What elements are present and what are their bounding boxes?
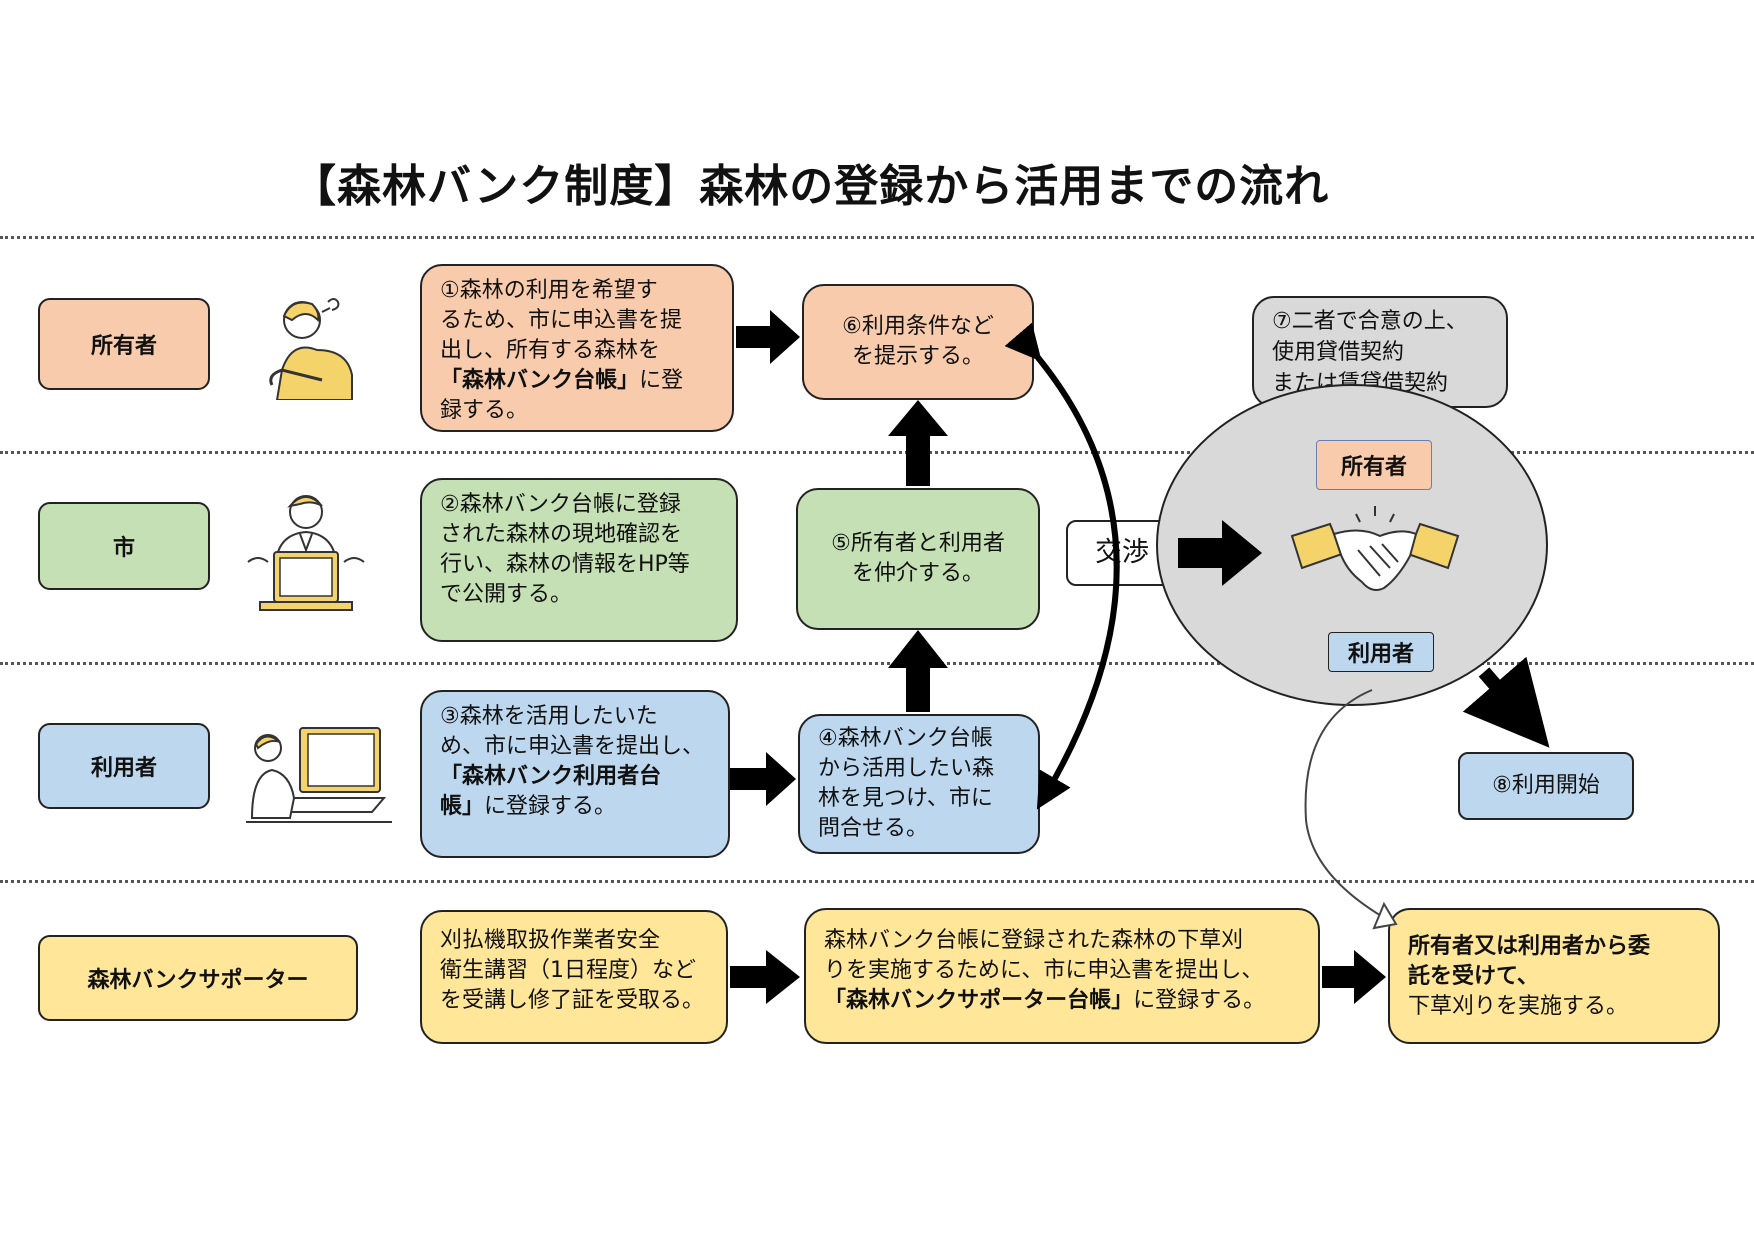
step5-text: ⑤所有者と利用者	[831, 531, 1005, 556]
step6-text: ⑥利用条件など	[842, 314, 994, 339]
arrow-step5-to-step6	[888, 400, 948, 486]
circle-user-label: 利用者	[1328, 632, 1434, 672]
step3-box: ③森林を活用したいた め、市に申込書を提出し、 「森林バンク利用者台 帳」に登録…	[420, 690, 730, 858]
step2-box: ②森林バンク台帳に登録 された森林の現地確認を 行い、森林の情報をHP等 で公開…	[420, 478, 738, 642]
page-title: 【森林バンク制度】森林の登録から活用までの流れ	[292, 161, 1330, 212]
arrow-contract-to-supporter	[1304, 689, 1389, 921]
sup3-text: 託を受けて、	[1408, 964, 1539, 989]
arrow-sup1-to-sup2	[730, 950, 800, 1004]
arrow-step4-to-step5	[888, 630, 948, 712]
step7-text: ⑦二者で合意の上、	[1272, 309, 1468, 334]
row-divider	[0, 662, 1754, 665]
worried-person-icon	[269, 298, 353, 400]
step2-text: ②森林バンク台帳に登録	[440, 492, 681, 517]
step1-box: ①森林の利用を希望す るため、市に申込書を提 出し、所有する森林を 「森林バンク…	[420, 264, 734, 432]
step3-text: ③森林を活用したいた	[440, 704, 658, 729]
step5-box: ⑤所有者と利用者 を仲介する。	[796, 488, 1040, 630]
step8-text: ⑧利用開始	[1492, 773, 1600, 798]
step2-text: された森林の現地確認を	[440, 522, 683, 547]
sup3-text: 所有者又は利用者から委	[1408, 934, 1651, 959]
sup1-text: 衛生講習（1日程度）など	[440, 958, 696, 983]
row-divider	[0, 236, 1754, 239]
arrow-sup2-to-sup3	[1322, 950, 1386, 1004]
role-city: 市	[38, 502, 210, 590]
step7-text: または賃貸借契約	[1272, 371, 1449, 396]
sup3-box: 所有者又は利用者から委 託を受けて、 下草刈りを実施する。	[1388, 908, 1720, 1044]
step3-text: め、市に申込書を提出し、	[440, 734, 705, 759]
sup1-text: 刈払機取扱作業者安全	[440, 928, 661, 953]
step8-box: ⑧利用開始	[1458, 752, 1634, 820]
role-supporter: 森林バンクサポーター	[38, 935, 358, 1021]
sup2-box: 森林バンク台帳に登録された森林の下草刈 りを実施するために、市に申込書を提出し、…	[804, 908, 1320, 1044]
role-user: 利用者	[38, 723, 210, 809]
sup3-text: 下草刈りを実施する。	[1408, 994, 1629, 1019]
step6-text: を提示する。	[851, 344, 984, 369]
negotiation-label: 交渉	[1066, 520, 1178, 586]
step7-text: 使用貸借契約	[1272, 340, 1405, 365]
sup2-text: 森林バンク台帳に登録された森林の下草刈	[824, 928, 1244, 953]
presenter-laptop-icon	[247, 495, 365, 611]
sup2-text: に登録する。	[1133, 988, 1266, 1013]
role-owner: 所有者	[38, 298, 210, 390]
step4-text: 問合せる。	[818, 816, 929, 841]
step1-text: に登	[639, 368, 684, 393]
step1-text: 録する。	[440, 398, 529, 423]
step1-text: ①森林の利用を希望す	[440, 278, 658, 303]
handshake-icon	[1290, 506, 1460, 591]
arrow-negotiation-to-agreement	[1178, 520, 1262, 586]
step3-text: に登録する。	[484, 794, 617, 819]
ledger-name: 帳」	[440, 794, 485, 819]
sup1-box: 刈払機取扱作業者安全 衛生講習（1日程度）など を受講し修了証を受取る。	[420, 910, 728, 1044]
negotiation-text: 交渉	[1095, 537, 1149, 568]
arrow-agreement-to-start	[1462, 656, 1550, 748]
circle-owner-label: 所有者	[1316, 440, 1432, 490]
step7-box: ⑦二者で合意の上、 使用貸借契約 または賃貸借契約	[1252, 296, 1508, 408]
step5-text: を仲介する。	[851, 561, 984, 586]
person-computer-icon	[246, 727, 392, 823]
step2-text: で公開する。	[440, 582, 573, 607]
row-divider	[0, 451, 1754, 454]
step4-text: 林を見つけ、市に	[818, 786, 993, 811]
step2-text: 行い、森林の情報をHP等	[440, 552, 690, 577]
arrow-step1-to-step6	[736, 310, 800, 364]
sup2-text: りを実施するために、市に申込書を提出し、	[824, 958, 1264, 983]
step1-text: るため、市に申込書を提	[440, 308, 683, 333]
row-divider	[0, 880, 1754, 883]
step4-text: ④森林バンク台帳	[818, 726, 993, 751]
step4-box: ④森林バンク台帳 から活用したい森 林を見つけ、市に 問合せる。	[798, 714, 1040, 854]
step4-text: から活用したい森	[818, 756, 995, 781]
ledger-name: 「森林バンク利用者台	[440, 764, 662, 789]
ledger-name: 「森林バンクサポーター台帳」	[824, 988, 1134, 1013]
ledger-name: 「森林バンク台帳」	[440, 368, 640, 393]
sup1-text: を受講し修了証を受取る。	[440, 988, 705, 1013]
arrow-step3-to-step4	[730, 752, 796, 806]
step6-box: ⑥利用条件など を提示する。	[802, 284, 1034, 400]
step1-text: 出し、所有する森林を	[440, 338, 661, 363]
